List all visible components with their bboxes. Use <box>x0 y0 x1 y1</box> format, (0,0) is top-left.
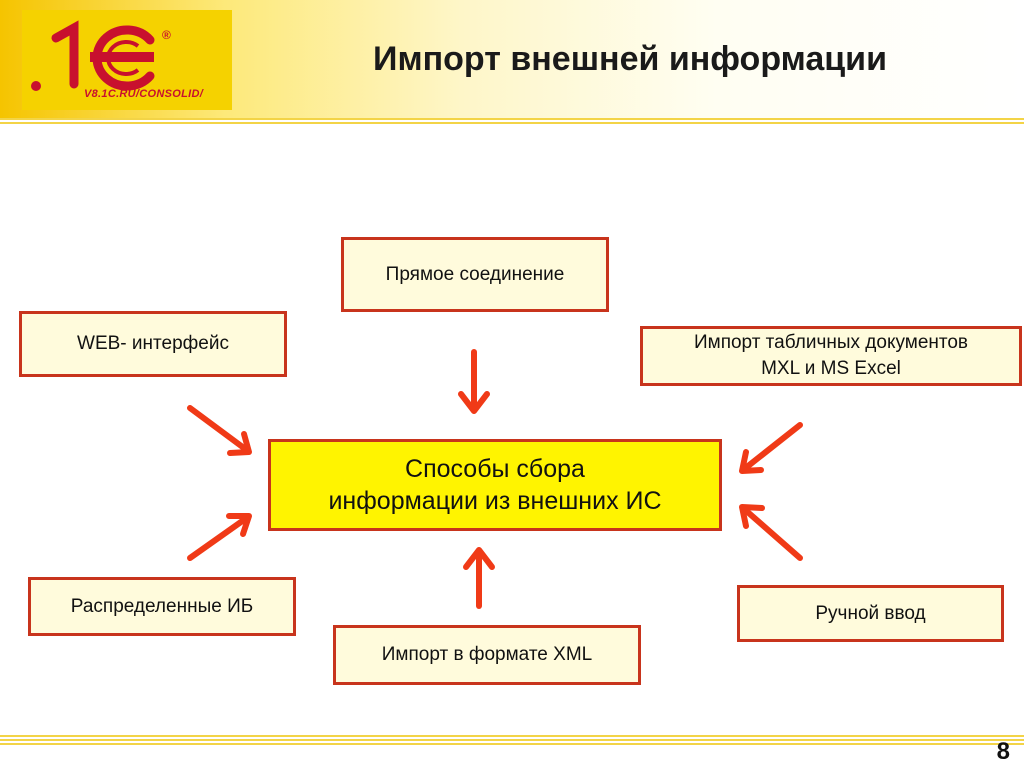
node-table-import-line1: Импорт табличных документов <box>693 332 969 354</box>
node-manual-input-label: Ручной ввод <box>815 602 926 624</box>
node-table-import: Импорт табличных документов MXL и MS Exc… <box>640 326 1022 386</box>
node-web-interface-label: WEB- интерфейс <box>77 333 229 355</box>
center-line2: информации из внешних ИС <box>328 487 662 515</box>
page-number: 8 <box>996 738 1010 765</box>
registered-mark: ® <box>162 28 171 42</box>
slide-title: Импорт внешней информации <box>373 40 887 78</box>
arrow-up-from-xml <box>463 547 495 609</box>
logo-url: V8.1C.RU/CONSOLID/ <box>84 88 204 100</box>
logo-1c-icon <box>31 20 155 91</box>
node-xml-import-label: Импорт в формате XML <box>381 644 593 666</box>
arrow-down-from-direct <box>458 349 490 414</box>
arrow-from-distributed <box>187 513 252 561</box>
center-line1: Способы сбора <box>405 454 585 483</box>
node-web-interface: WEB- интерфейс <box>19 311 287 377</box>
node-distributed-ib: Распределенные ИБ <box>28 577 296 636</box>
arrow-from-tables <box>739 422 803 474</box>
node-center-methods: Способы сбора информации из внешних ИС <box>268 439 722 531</box>
footer-divider <box>0 735 1024 747</box>
node-direct-connection-label: Прямое соединение <box>385 263 565 285</box>
node-direct-connection: Прямое соединение <box>341 237 609 312</box>
logo-1c: ® V8.1C.RU/CONSOLID/ <box>22 10 232 110</box>
node-xml-import: Импорт в формате XML <box>333 625 641 685</box>
header-divider <box>0 118 1024 126</box>
node-table-import-line2: MXL и MS Excel <box>761 358 901 379</box>
arrow-from-manual <box>739 504 803 561</box>
node-distributed-ib-label: Распределенные ИБ <box>70 595 254 617</box>
arrow-from-web <box>187 405 252 456</box>
node-manual-input: Ручной ввод <box>737 585 1004 642</box>
